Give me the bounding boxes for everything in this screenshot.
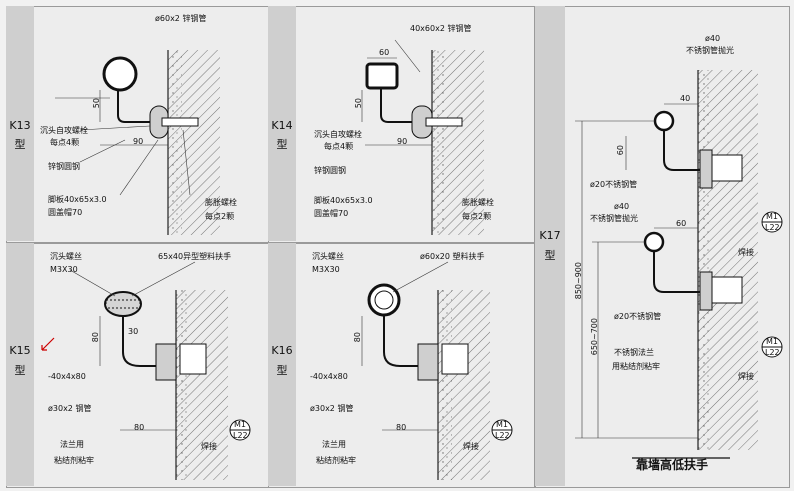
k16-weld-label: 焊接	[463, 442, 479, 451]
k17-mark-bot-b: L22	[765, 348, 780, 357]
k17-mid-pipe	[643, 231, 665, 253]
k13-code: K13	[9, 119, 31, 132]
k16-dim-h: 80	[396, 423, 407, 432]
k17-dim-inner: 650~700	[590, 318, 599, 356]
k17-dim-outer: 850~900	[574, 262, 583, 300]
k15-flange-label: 法兰用	[60, 440, 84, 449]
k14-dim-top: 60	[379, 48, 390, 57]
k17-mark-top-t: M1	[766, 212, 778, 221]
k15-dim-v: 80	[91, 332, 100, 343]
k16-screw-label: 沉头螺丝	[312, 252, 344, 261]
k15-code: K15	[9, 344, 31, 357]
k17-mid-pipe: 不锈钢管抛光	[590, 214, 638, 223]
cursor-icon	[41, 337, 55, 351]
k13-bolt-qty: 每点2颗	[205, 212, 235, 221]
k15-flange2-label: 粘结剂粘牢	[54, 456, 94, 465]
k14-pipe-label: 40x60x2 锌钢管	[410, 24, 472, 33]
k16-screw-size: M3X30	[312, 265, 340, 274]
k17-mark-top-b: L22	[765, 223, 780, 232]
k15-dim-d: 30	[128, 327, 139, 336]
k13-plate-label: 脚板40x65x3.0	[48, 195, 107, 204]
k16-code: K16	[271, 344, 293, 357]
k13-bolt-label: 膨胀螺栓	[205, 198, 237, 207]
k17-weld-top: 焊接	[738, 248, 754, 257]
k13-drawing	[55, 50, 220, 235]
tag-k13: K13 型	[6, 6, 34, 241]
k15-dim-h: 80	[134, 423, 145, 432]
k17-mid-w: 60	[676, 219, 687, 228]
k13-dim-h: 50	[92, 98, 101, 109]
k14-bolt-label: 膨胀螺栓	[462, 198, 494, 207]
k16-flange2-label: 粘结剂粘牢	[316, 456, 356, 465]
k16-steel-label: -40x4x80	[310, 372, 348, 381]
k16-flange	[417, 343, 439, 381]
k13-pipe	[102, 56, 138, 92]
k17-top-d: ø40	[705, 34, 721, 43]
k15-handrail	[104, 291, 142, 317]
k17-mid-rod: ø20不锈钢管	[614, 312, 662, 321]
k17-mid-d: ø40	[614, 202, 630, 211]
k17-caption: 靠墙高低扶手	[636, 458, 709, 472]
k13-dim-w: 90	[133, 137, 144, 146]
k16-pipe-label: ø30x2 钢管	[310, 404, 354, 413]
k15-screw-size: M3X30	[50, 265, 78, 274]
k17-drawing	[575, 70, 783, 459]
k14-dim-w: 90	[397, 137, 408, 146]
k17-type: 型	[544, 249, 556, 262]
k14-plate-label: 脚板40x65x3.0	[314, 196, 373, 205]
k17-top-v: 60	[616, 145, 625, 156]
k13-screw-label: 沉头自攻螺栓	[40, 126, 88, 135]
k15-screw-label: 沉头螺丝	[50, 252, 82, 261]
k13-rod-label: 锌钢圆钢	[48, 162, 80, 171]
k16-type: 型	[276, 364, 288, 377]
k14-pipe	[365, 62, 399, 90]
k17-flange2-label: 用粘结剂粘牢	[612, 362, 660, 371]
k15-pipe-label: ø30x2 钢管	[48, 404, 92, 413]
tag-k14: K14 型	[268, 6, 296, 241]
k13-cap-label: 圆盖帽70	[48, 208, 83, 217]
panel-k14	[268, 6, 535, 243]
k15-type: 型	[14, 364, 26, 377]
k13-screw-qty: 每点4颗	[50, 138, 80, 147]
k16-flange-label: 法兰用	[322, 440, 346, 449]
k16-dim-v: 80	[353, 332, 362, 343]
k14-bolt-qty: 每点2颗	[462, 212, 492, 221]
k17-code: K17	[539, 229, 561, 242]
k15-mark-bot: L22	[233, 431, 248, 440]
k16-handrail	[367, 283, 401, 317]
k15-handrail-label: 65x40异型塑料扶手	[158, 252, 232, 261]
k17-mark-bot-t: M1	[766, 337, 778, 346]
k13-pipe-label: ø60x2 锌钢管	[155, 14, 207, 23]
k17-weld-bot: 焊接	[738, 372, 754, 381]
tag-k17: K17 型	[535, 6, 565, 486]
k15-weld-label: 焊接	[201, 442, 217, 451]
k14-drawing	[361, 39, 484, 235]
k17-top-rod: ø20不锈钢管	[590, 180, 638, 189]
tag-k16: K16 型	[268, 243, 296, 486]
k16-mark-bot: L22	[495, 431, 510, 440]
k17-top-pipe	[653, 110, 675, 132]
tag-k15: K15 型	[6, 243, 34, 486]
k14-type: 型	[276, 138, 288, 151]
k14-screw-label: 沉头自攻螺栓	[314, 130, 362, 139]
k14-cap-label: 圆盖帽70	[314, 209, 349, 218]
k15-mark-top: M1	[234, 420, 246, 429]
k14-screw-qty: 每点4颗	[324, 142, 354, 151]
panel-k13	[6, 6, 269, 243]
k16-mark-top: M1	[496, 420, 508, 429]
k13-type: 型	[14, 138, 26, 151]
k14-dim-h: 50	[354, 98, 363, 109]
k15-steel-label: -40x4x80	[48, 372, 86, 381]
k17-top-w: 40	[680, 94, 691, 103]
k17-flange-label: 不锈钢法兰	[614, 348, 654, 357]
k15-flange	[155, 343, 177, 381]
k17-top-pipe: 不锈钢管抛光	[686, 46, 734, 55]
k14-rod-label: 锌钢圆钢	[314, 166, 346, 175]
k16-drawing	[361, 261, 513, 480]
k15-drawing	[69, 261, 251, 480]
k14-code: K14	[271, 119, 293, 132]
k16-handrail-label: ø60x20 塑料扶手	[420, 252, 485, 261]
